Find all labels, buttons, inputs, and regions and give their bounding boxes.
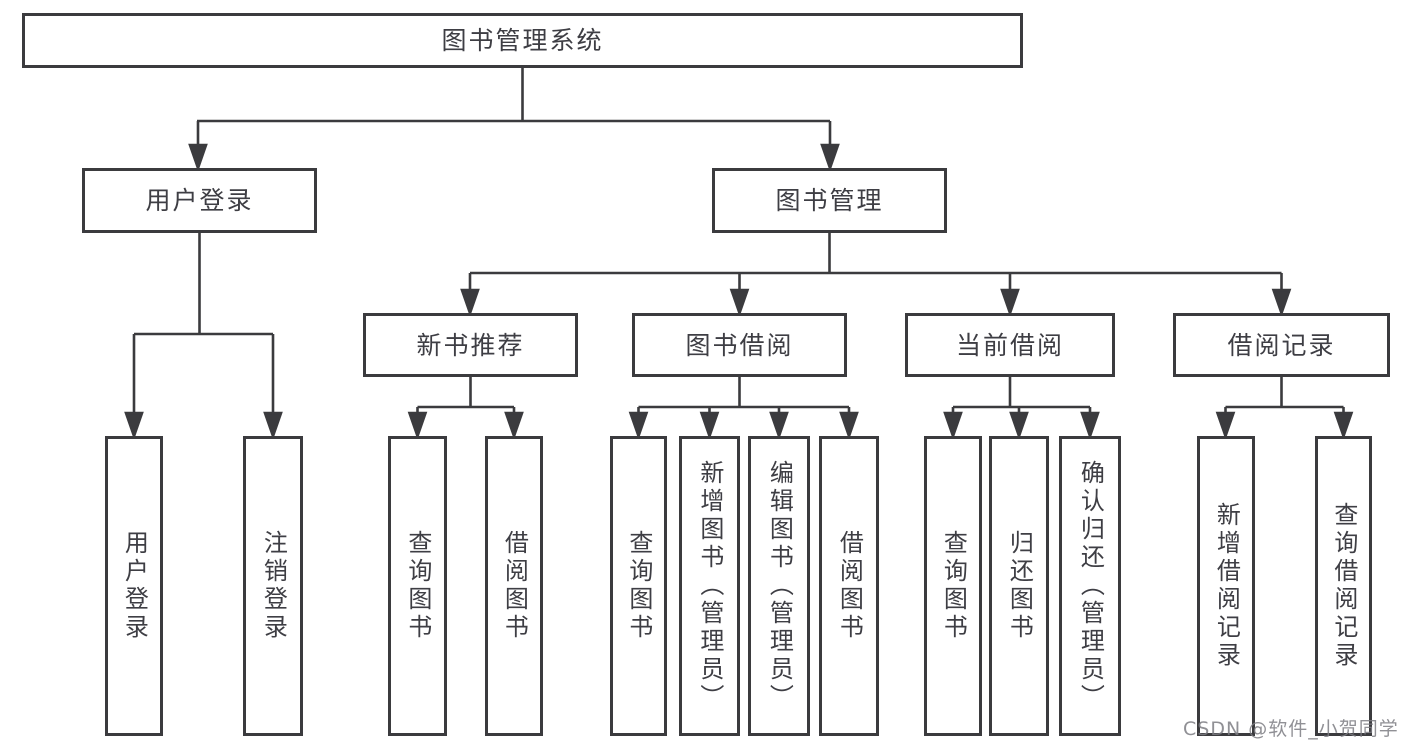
leaf-query-books-1-label: 查询图书 [403, 530, 432, 642]
leaf-logout: 注销登录 [243, 436, 303, 736]
leaf-return-book: 归还图书 [989, 436, 1049, 736]
leaf-edit-book-admin: 编辑图书（管理员） [748, 436, 810, 736]
leaf-logout-label: 注销登录 [259, 530, 288, 642]
connector-new-book-to-leaves [407, 377, 524, 440]
node-borrow-records: 借阅记录 [1173, 313, 1390, 377]
node-current-borrow: 当前借阅 [905, 313, 1115, 377]
leaf-query-borrow-record-label: 查询借阅记录 [1329, 502, 1358, 670]
node-new-book-recommend-label: 新书推荐 [416, 330, 525, 360]
connector-book-management-to-level3 [460, 233, 1292, 317]
leaf-borrow-books-1: 借阅图书 [485, 436, 543, 736]
leaf-user-login: 用户登录 [105, 436, 163, 736]
leaf-return-book-label: 归还图书 [1005, 530, 1034, 642]
leaf-user-login-label: 用户登录 [120, 530, 149, 642]
leaf-query-books-3-label: 查询图书 [939, 530, 968, 642]
leaf-query-books-1: 查询图书 [388, 436, 447, 736]
leaf-borrow-books-2: 借阅图书 [819, 436, 879, 736]
leaf-confirm-return-admin-label: 确认归还（管理员） [1076, 460, 1105, 712]
node-borrow-records-label: 借阅记录 [1227, 330, 1336, 360]
connector-borrow-record-to-leaves [1215, 377, 1354, 440]
leaf-query-books-3: 查询图书 [924, 436, 982, 736]
node-root-label: 图书管理系统 [441, 26, 604, 55]
leaf-edit-book-admin-label: 编辑图书（管理员） [765, 460, 794, 712]
leaf-add-book-admin: 新增图书（管理员） [679, 436, 740, 736]
connector-book-borrow-to-leaves [628, 377, 859, 440]
watermark: CSDN @软件_小贺同学 [1183, 718, 1399, 740]
connector-current-borrow-to-leaves [943, 377, 1100, 440]
connector-root-to-level2 [188, 68, 840, 172]
leaf-add-book-admin-label: 新增图书（管理员） [695, 460, 724, 712]
leaf-query-borrow-record: 查询借阅记录 [1315, 436, 1372, 736]
leaf-borrow-books-2-label: 借阅图书 [835, 530, 864, 642]
leaf-borrow-books-1-label: 借阅图书 [500, 530, 529, 642]
node-new-book-recommend: 新书推荐 [363, 313, 578, 377]
leaf-confirm-return-admin: 确认归还（管理员） [1059, 436, 1121, 736]
node-book-borrow: 图书借阅 [632, 313, 847, 377]
connector-user-login-to-leaves [124, 233, 283, 440]
leaf-add-borrow-record-label: 新增借阅记录 [1212, 502, 1241, 670]
node-user-login-label: 用户登录 [145, 186, 254, 215]
leaf-add-borrow-record: 新增借阅记录 [1197, 436, 1255, 736]
node-book-management-label: 图书管理 [775, 186, 884, 215]
leaf-query-books-2: 查询图书 [610, 436, 667, 736]
node-user-login: 用户登录 [82, 168, 317, 233]
node-root: 图书管理系统 [22, 13, 1023, 68]
node-current-borrow-label: 当前借阅 [955, 330, 1064, 360]
leaf-query-books-2-label: 查询图书 [624, 530, 653, 642]
node-book-borrow-label: 图书借阅 [685, 330, 794, 360]
node-book-management: 图书管理 [712, 168, 947, 233]
